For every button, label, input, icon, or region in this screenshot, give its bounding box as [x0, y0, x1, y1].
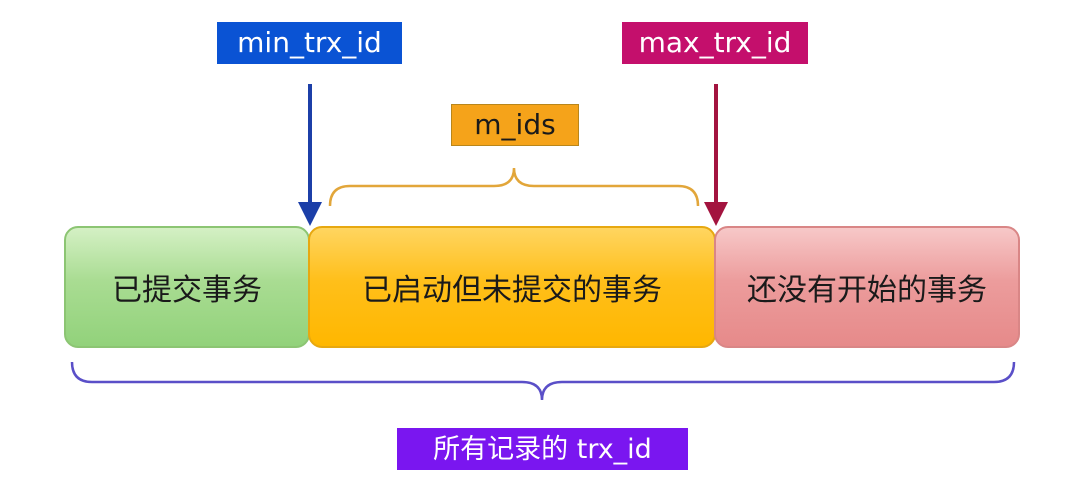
not-started-transactions-text: 还没有开始的事务 — [747, 273, 987, 308]
max-trx-id-arrow — [704, 84, 728, 226]
max-trx-id-label: max_trx_id — [622, 22, 808, 64]
active-uncommitted-transactions-segment: 已启动但未提交的事务 — [308, 226, 716, 348]
not-started-transactions-segment: 还没有开始的事务 — [714, 226, 1020, 348]
all-records-trx-id-label: 所有记录的 trx_id — [397, 428, 688, 470]
min-trx-id-label: min_trx_id — [217, 22, 402, 64]
committed-transactions-text: 已提交事务 — [112, 273, 262, 308]
committed-transactions-segment: 已提交事务 — [64, 226, 310, 348]
m-ids-label: m_ids — [451, 104, 579, 146]
all-trx-id-brace — [70, 361, 1016, 401]
min-trx-id-arrow — [298, 84, 322, 226]
m-ids-brace — [328, 167, 700, 207]
active-uncommitted-transactions-text: 已启动但未提交的事务 — [362, 273, 662, 308]
